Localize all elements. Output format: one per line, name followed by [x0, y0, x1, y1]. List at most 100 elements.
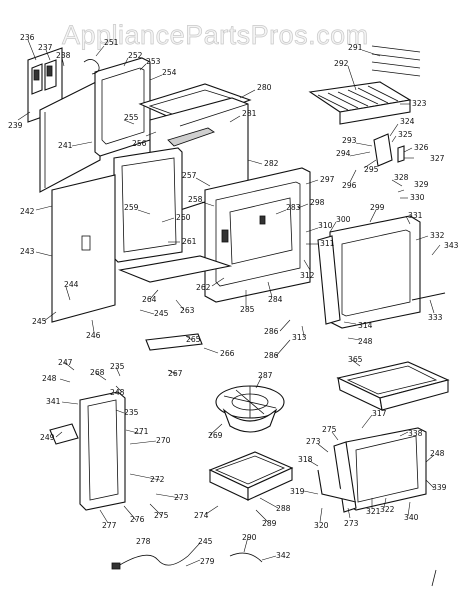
callout-285: 285	[240, 305, 255, 314]
callout-265: 265	[186, 335, 201, 344]
callout-311: 311	[320, 239, 335, 248]
callout-273-a: 273	[306, 437, 321, 446]
callout-288: 288	[276, 504, 291, 513]
callout-253: 253	[146, 57, 161, 66]
callout-319: 319	[290, 487, 305, 496]
callout-258: 258	[188, 195, 203, 204]
callout-298: 298	[310, 198, 325, 207]
callout-256: 256	[132, 139, 147, 148]
callout-327: 327	[430, 154, 445, 163]
callout-277: 277	[102, 521, 117, 530]
callout-310: 310	[318, 221, 333, 230]
callout-343: 343	[444, 241, 459, 250]
callout-332: 332	[430, 231, 445, 240]
callout-329: 329	[414, 180, 429, 189]
callout-282: 282	[264, 159, 279, 168]
callout-325: 325	[398, 130, 413, 139]
callout-260: 260	[176, 213, 191, 222]
part-front-frame	[204, 167, 311, 303]
callout-275-a: 275	[322, 425, 337, 434]
callout-261: 261	[182, 237, 197, 246]
callout-324: 324	[400, 117, 415, 126]
callout-254: 254	[162, 68, 177, 77]
part-back-panel	[39, 79, 101, 193]
corner-mark	[431, 569, 437, 587]
callout-262: 262	[196, 283, 211, 292]
callout-248-a: 248	[358, 337, 373, 346]
callout-340: 340	[404, 513, 419, 522]
callout-290: 290	[242, 533, 257, 542]
callout-296: 296	[342, 181, 357, 190]
callout-280: 280	[257, 83, 272, 92]
callout-236: 236	[20, 33, 35, 42]
callout-255: 255	[124, 113, 139, 122]
callout-245-a: 245	[154, 309, 169, 318]
callout-274: 274	[194, 511, 209, 520]
part-power-cord	[117, 554, 189, 567]
callout-257: 257	[182, 171, 197, 180]
part-oven-door	[329, 215, 421, 329]
callout-317: 317	[372, 409, 387, 418]
callout-299: 299	[370, 203, 385, 212]
callout-248-c: 248	[110, 388, 125, 397]
callout-318: 318	[298, 455, 313, 464]
callout-313: 313	[292, 333, 307, 342]
callout-289: 289	[262, 519, 277, 528]
callout-297: 297	[320, 175, 335, 184]
callout-269: 269	[208, 431, 223, 440]
callout-251: 251	[104, 38, 119, 47]
callout-320: 320	[314, 521, 329, 530]
callout-291: 291	[348, 43, 363, 52]
callout-243: 243	[20, 247, 35, 256]
callout-322: 322	[380, 505, 395, 514]
callout-341: 341	[46, 397, 61, 406]
callout-252: 252	[128, 51, 143, 60]
callout-248-d: 248	[430, 449, 445, 458]
callout-286-a: 286	[264, 327, 279, 336]
callout-328: 328	[394, 173, 409, 182]
callout-245-b: 245	[32, 317, 47, 326]
callout-338: 338	[408, 429, 423, 438]
callout-312: 312	[300, 271, 315, 280]
callout-272: 272	[150, 475, 165, 484]
callout-266: 266	[220, 349, 235, 358]
watermark-text: AppliancePartsPros.com	[62, 20, 369, 50]
callout-284: 284	[268, 295, 283, 304]
callout-292: 292	[334, 59, 349, 68]
callout-273-b: 273	[174, 493, 189, 502]
part-broiler-handle	[145, 333, 203, 351]
callout-283: 283	[286, 203, 301, 212]
callout-342: 342	[276, 551, 291, 560]
callout-330: 330	[410, 193, 425, 202]
callout-242: 242	[20, 207, 35, 216]
callout-293: 293	[342, 136, 357, 145]
callout-270: 270	[156, 436, 171, 445]
callout-244: 244	[64, 280, 79, 289]
callout-237: 237	[38, 43, 53, 52]
callout-267: 267	[168, 369, 183, 378]
callout-365: 365	[348, 355, 363, 364]
callout-248-b: 248	[42, 374, 57, 383]
part-side-panel	[51, 174, 116, 323]
callout-264: 264	[142, 295, 157, 304]
callout-245-c: 245	[198, 537, 213, 546]
callout-263: 263	[180, 306, 195, 315]
callout-273-c: 273	[344, 519, 359, 528]
callout-326: 326	[414, 143, 429, 152]
callout-300: 300	[336, 215, 351, 224]
callout-238: 238	[56, 51, 71, 60]
callout-278: 278	[136, 537, 151, 546]
callout-241: 241	[58, 141, 73, 150]
callout-labels: 236 237 238 239 251 252 253 254 280 291 …	[8, 33, 459, 566]
part-burner-bowl	[215, 385, 285, 433]
part-rack-291	[371, 45, 421, 77]
callout-339: 339	[432, 483, 447, 492]
callout-281: 281	[242, 109, 257, 118]
callout-294: 294	[336, 149, 351, 158]
callout-247: 247	[58, 358, 73, 367]
callout-279: 279	[200, 557, 215, 566]
callout-276: 276	[130, 515, 145, 524]
callout-321: 321	[366, 507, 381, 516]
callout-259: 259	[124, 203, 139, 212]
callout-331: 331	[408, 211, 423, 220]
